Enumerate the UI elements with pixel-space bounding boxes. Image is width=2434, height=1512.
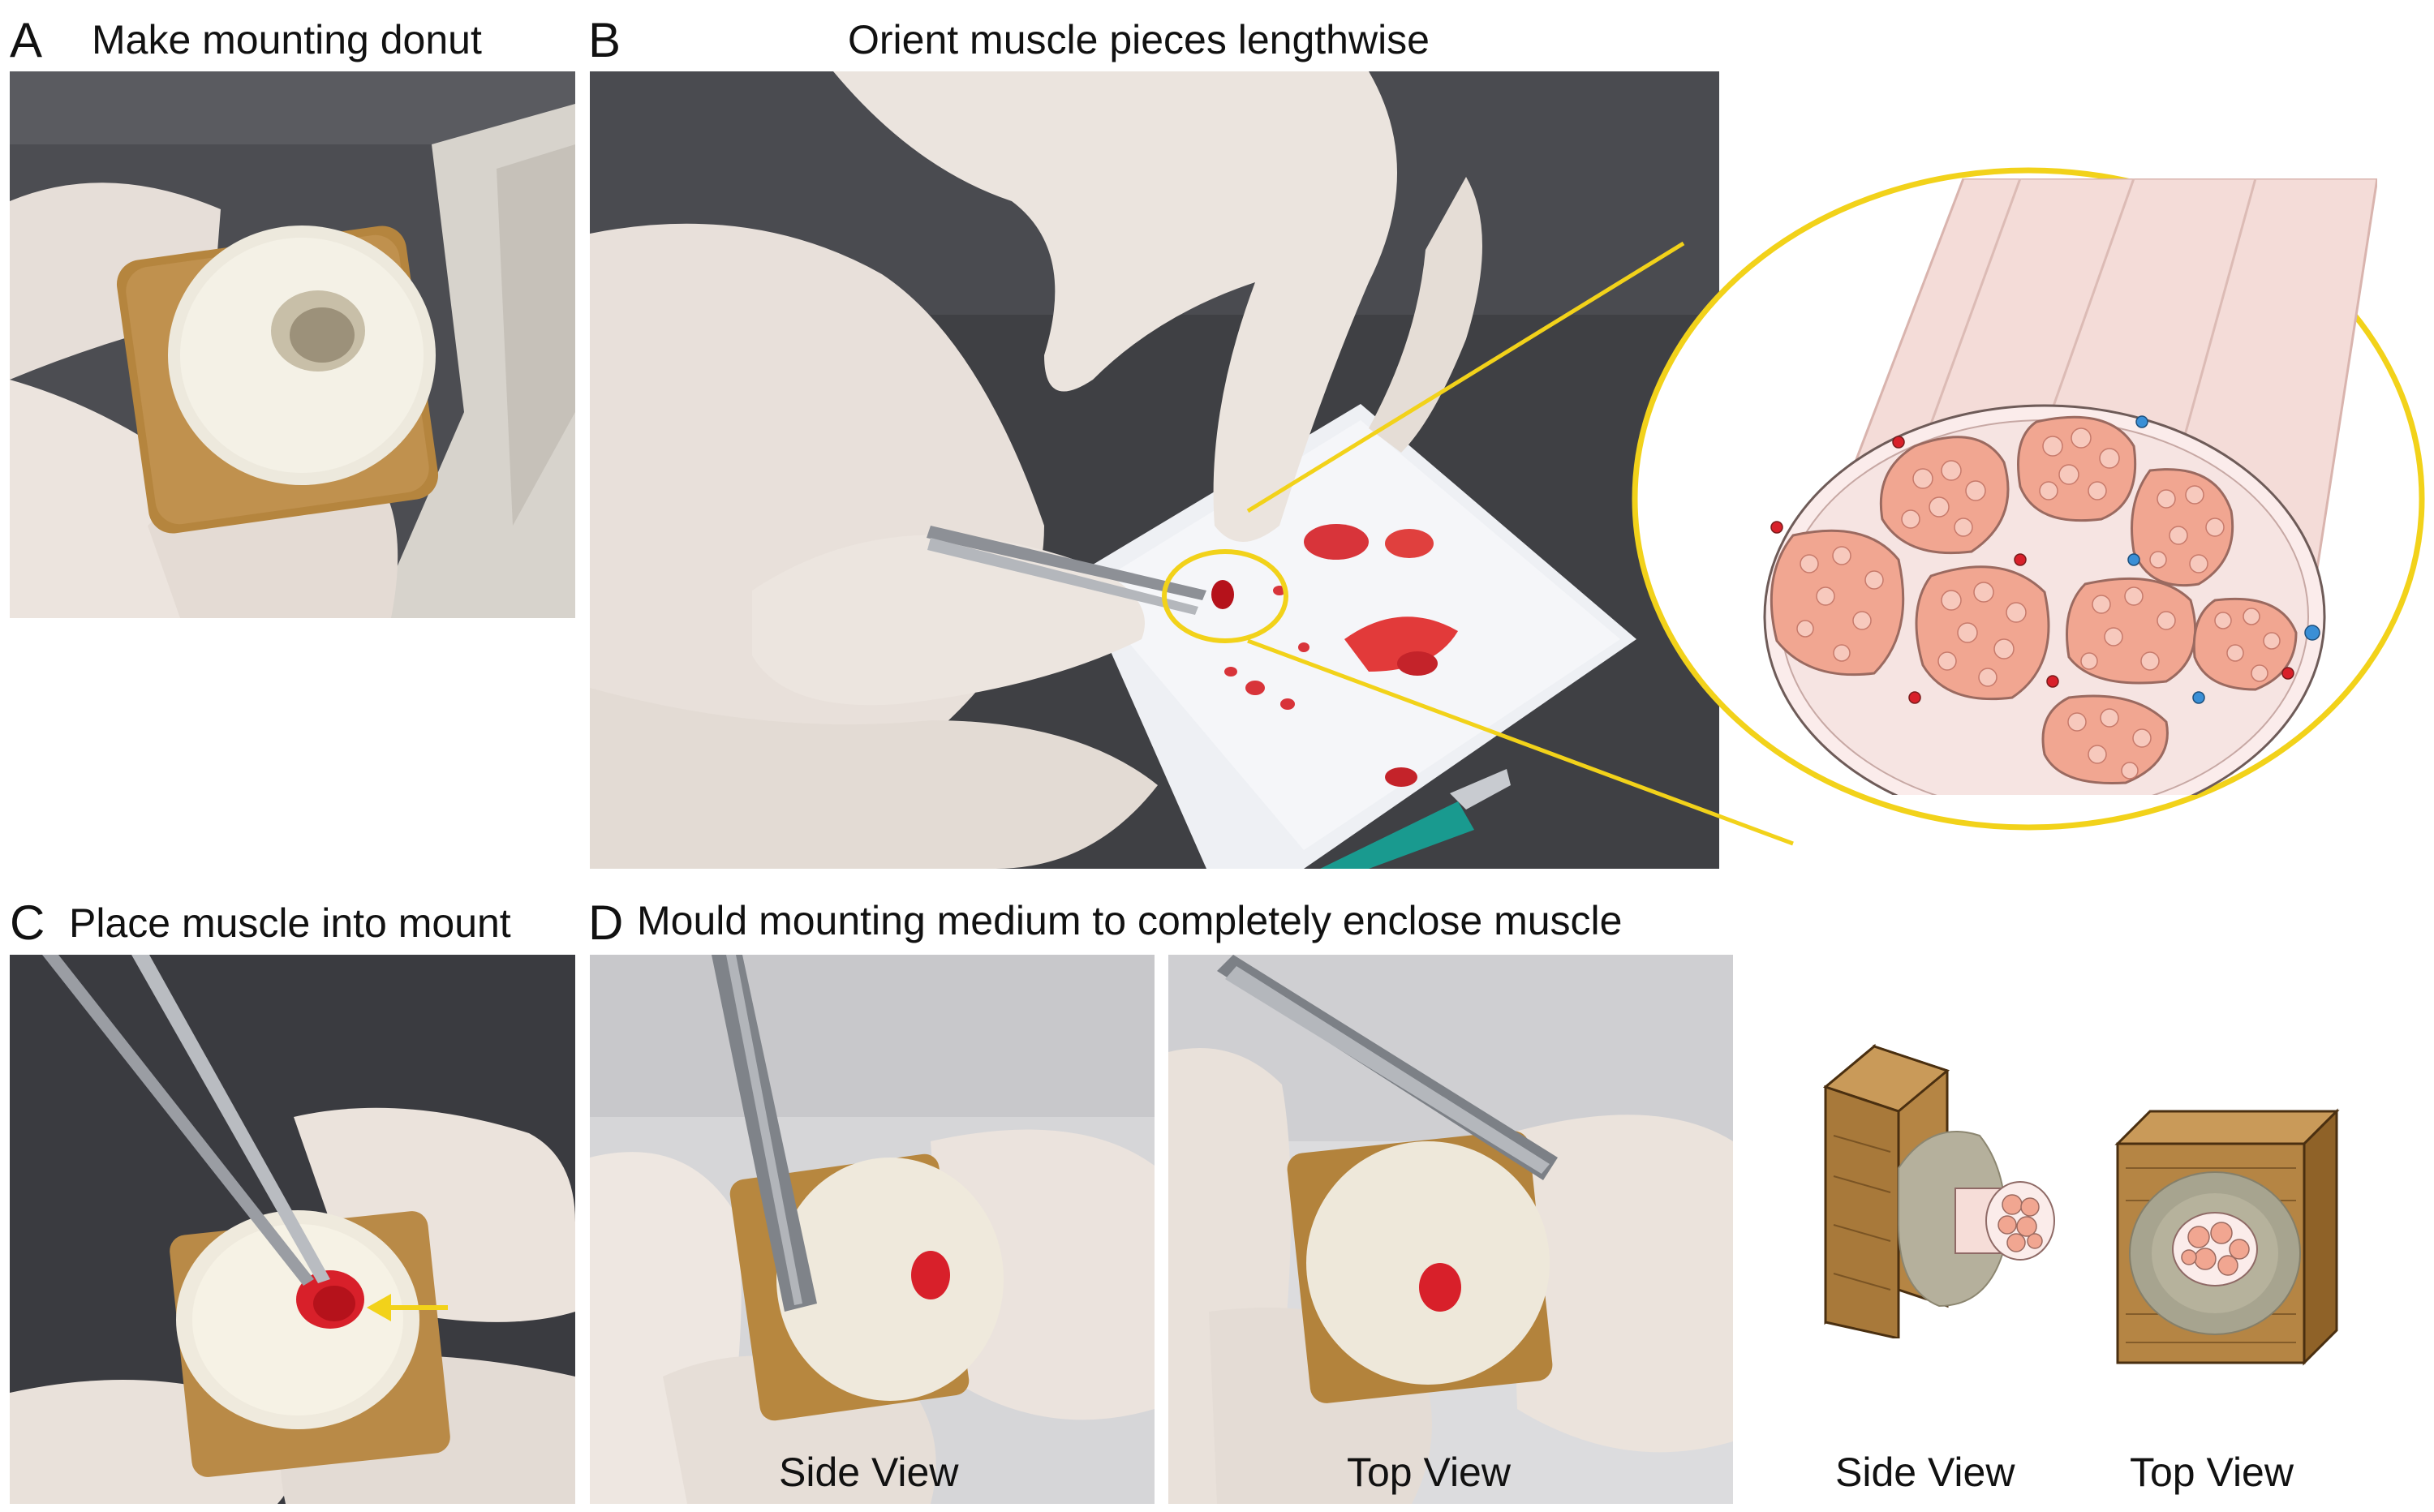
panel-a-photo	[10, 71, 575, 618]
panel-d-title: Mould mounting medium to completely encl…	[637, 898, 1623, 943]
panel-b-title: Orient muscle pieces lengthwise	[848, 17, 1430, 62]
muscle-cross-section-diagram	[1763, 178, 2377, 795]
callout-line-bottom	[1247, 638, 1794, 846]
panel-c-title: Place muscle into mount	[69, 900, 511, 946]
photo-top-view-caption: Top View	[1347, 1450, 1511, 1495]
panel-d-photo-side-view	[590, 955, 1155, 1504]
panel-a-letter: A	[10, 13, 43, 67]
panel-c-photo	[10, 955, 575, 1504]
panel-b-letter: B	[588, 13, 621, 67]
diagram-top-view	[2114, 1108, 2340, 1366]
small-highlight-circle	[1162, 549, 1288, 643]
panel-d-letter: D	[588, 896, 624, 950]
callout-line-top	[1246, 241, 1685, 513]
panel-d-photo-top-view	[1168, 955, 1733, 1504]
photo-side-view-caption: Side View	[779, 1450, 959, 1495]
diagram-side-view	[1822, 1043, 2055, 1338]
panel-b-photo	[590, 71, 1719, 869]
panel-a-title: Make mounting donut	[92, 17, 482, 62]
diagram-top-view-caption: Top View	[2130, 1450, 2294, 1495]
panel-c-letter: C	[10, 896, 45, 950]
diagram-side-view-caption: Side View	[1835, 1450, 2015, 1495]
